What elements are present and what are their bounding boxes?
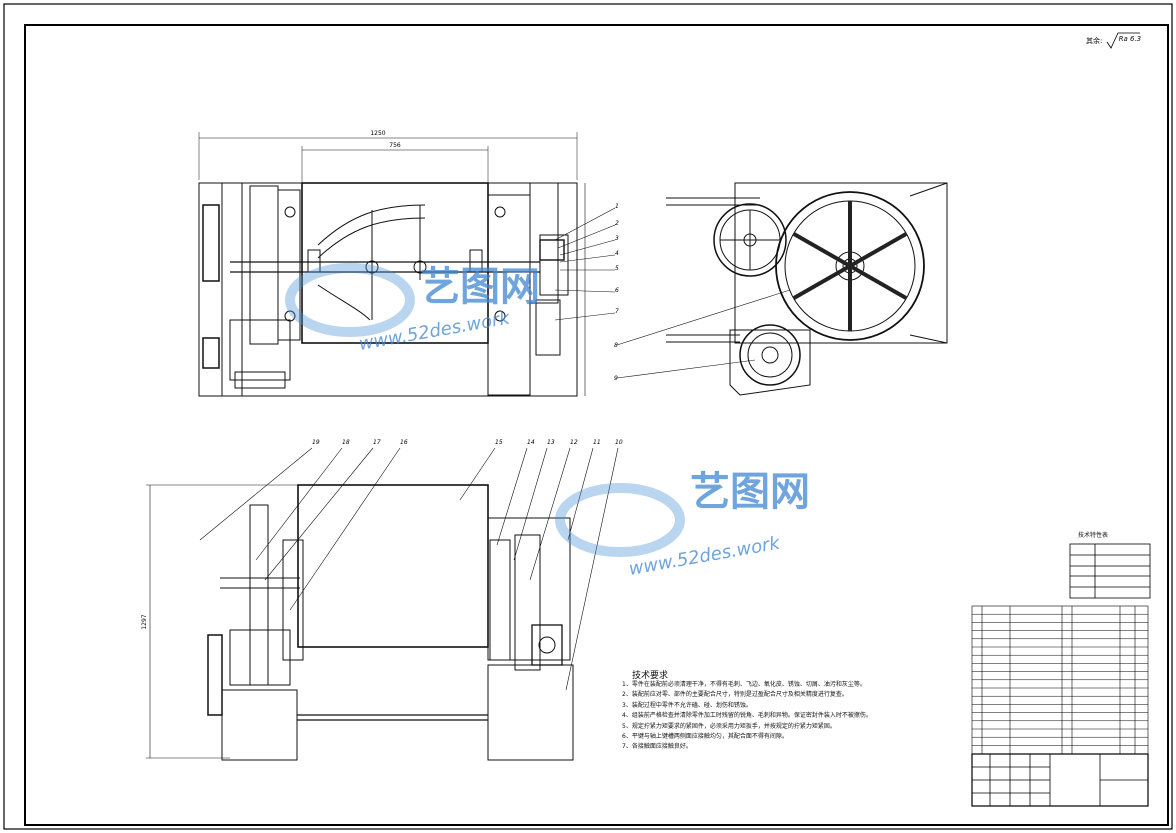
watermark-url-top: www.52des.work <box>357 307 513 354</box>
side-view-leaders <box>616 289 791 379</box>
side-callout-group: 89 <box>614 342 618 382</box>
callout-1: 1 <box>615 203 619 210</box>
outer-border <box>3 3 1173 830</box>
surface-finish-note: 其余: Ra 6.3 <box>1086 35 1141 46</box>
bottom-callout-group: 19 18 17 16 15 14 13 12 11 10 <box>312 439 623 446</box>
callout-5: 5 <box>615 265 619 272</box>
requirements-list: 1、零件在装配前必须清理干净，不得有毛刺、飞边、氧化皮、锈蚀、切屑、油污和灰尘等… <box>622 680 962 753</box>
callout-19: 19 <box>312 439 320 446</box>
surface-prefix: 其余: <box>1086 37 1103 45</box>
callout-18: 18 <box>342 439 350 446</box>
callout-10: 10 <box>615 439 623 446</box>
parts-list-rows <box>972 613 1148 746</box>
callout-6: 6 <box>615 287 619 294</box>
inner-frame <box>24 24 1169 826</box>
requirement-item: 1、零件在装配前必须清理干净，不得有毛刺、飞边、氧化皮、锈蚀、切屑、油污和灰尘等… <box>622 681 866 688</box>
callout-14: 14 <box>527 439 535 446</box>
callout-12: 12 <box>570 439 578 446</box>
top-callout-group: 1 2 3 4 5 6 7 <box>615 203 619 315</box>
requirement-item: 4、组装前严格检查并清除零件加工时残留的锐角、毛刺和异物。保证密封件装入时不被擦… <box>622 712 872 720</box>
callout-16: 16 <box>400 439 408 446</box>
callout-11: 11 <box>593 439 601 446</box>
watermark: 艺图网 www.52des.work 艺图网 www.52des.work <box>285 263 810 580</box>
callout-9: 9 <box>614 375 618 382</box>
requirement-item: 6、平键与轴上键槽两侧面应接触均匀，其配合面不得有间隙。 <box>622 733 788 741</box>
callout-4: 4 <box>615 250 619 257</box>
top-view <box>198 132 586 397</box>
title-block <box>971 753 1149 807</box>
callout-7: 7 <box>615 308 619 315</box>
callout-17: 17 <box>373 439 381 446</box>
requirement-item: 2、装配前应对零、部件的主要配合尺寸，特别是过盈配合尺寸及相关精度进行复查。 <box>622 691 848 699</box>
callout-8: 8 <box>614 342 618 349</box>
front-view <box>146 484 574 761</box>
watermark-brand-bottom: 艺图网 <box>690 469 810 515</box>
dim-overall-width: 1250 <box>370 130 385 137</box>
top-view-leaders <box>554 207 616 321</box>
requirements-title: 技术要求 <box>632 671 669 681</box>
tech-characteristics-table <box>1069 543 1151 599</box>
requirement-item: 3、装配过程中零件不允许磕、碰、划伤和锈蚀。 <box>622 701 752 709</box>
dim-drum-length: 756 <box>389 142 401 149</box>
surface-ra-value: Ra 6.3 <box>1118 35 1142 43</box>
dim-height: 1297 <box>141 614 148 629</box>
tech-table-title: 技术特性表 <box>1078 532 1109 539</box>
callout-15: 15 <box>495 439 503 446</box>
callout-3: 3 <box>615 235 619 242</box>
watermark-brand-top: 艺图网 <box>420 264 540 310</box>
side-view <box>666 182 948 396</box>
front-view-leaders <box>199 447 619 691</box>
requirement-item: 7、各接触面应接触良好。 <box>622 743 692 751</box>
callout-13: 13 <box>547 439 555 446</box>
roughness-symbol <box>1106 32 1140 49</box>
watermark-url-bottom: www.52des.work <box>627 532 783 579</box>
callout-2: 2 <box>615 220 619 227</box>
requirement-item: 5、规定拧紧力矩要求的紧固件，必须采用力矩扳手，并按规定的拧紧力矩紧固。 <box>622 722 836 730</box>
